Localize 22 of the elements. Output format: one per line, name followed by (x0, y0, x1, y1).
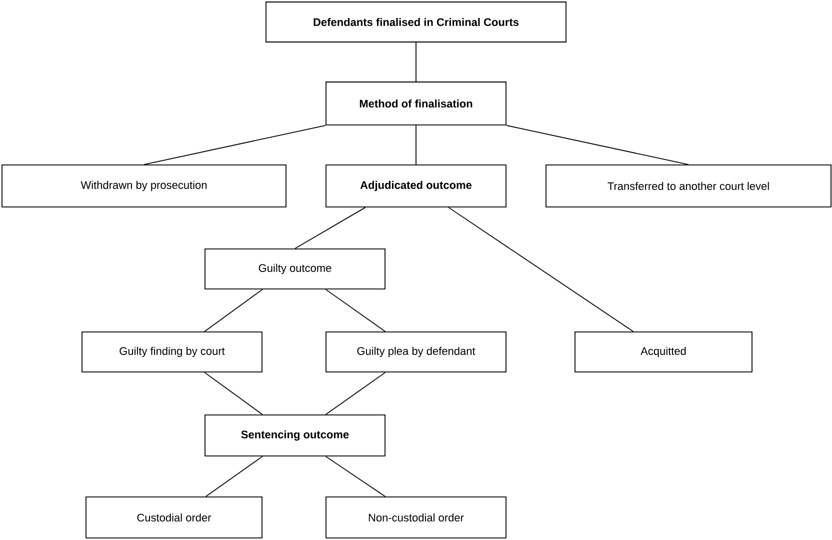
box: Guilty outcome (204, 248, 386, 290)
box: Adjudicated outcome (326, 164, 506, 208)
box: Non-custodial order (326, 496, 506, 538)
box: Withdrawn by prosecution (2, 164, 286, 208)
connector-line (325, 289, 386, 332)
connector-line (325, 456, 386, 497)
connector-line (204, 372, 263, 415)
connector-line (448, 207, 634, 332)
connector-line (294, 207, 366, 249)
box: Guilty plea by defendant (326, 332, 506, 372)
box: Defendants finalised in Criminal Courts (266, 2, 566, 42)
connector-line (144, 125, 326, 165)
connector-line (506, 125, 689, 165)
connector-line (325, 372, 386, 415)
box: Method of finalisation (326, 82, 506, 126)
box: Custodial order (86, 496, 262, 538)
box: Guilty finding by court (82, 332, 262, 372)
connector-line (205, 456, 263, 497)
box: Acquitted (574, 332, 752, 372)
connector-line (204, 289, 263, 332)
box: Transferred to another court level (546, 164, 832, 208)
box: Sentencing outcome (204, 414, 386, 456)
